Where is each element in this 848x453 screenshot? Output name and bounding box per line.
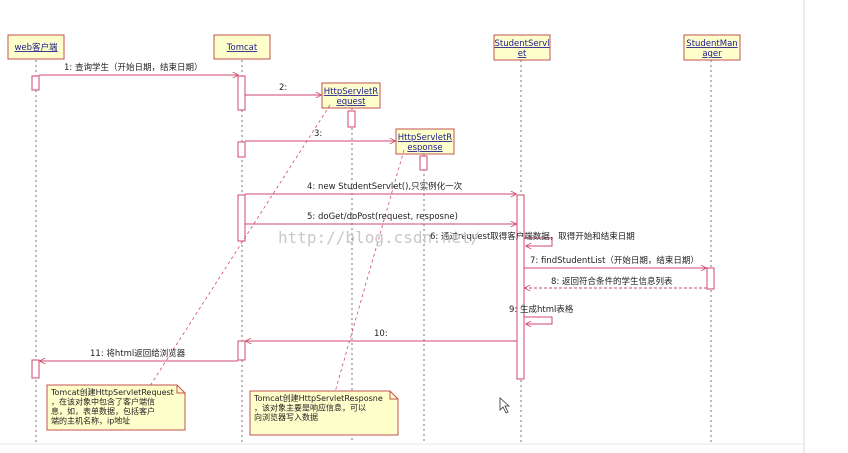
message-7-label: 7: findStudentList（开始日期，结束日期） [530,255,699,266]
message-4: 4: new StudentServlet(),只实例化一次 [245,181,516,194]
activation-tomcat-3 [237,194,246,242]
note-request-line-1: Tomcat创建HttpServletRequest [50,387,174,397]
message-5-label: 5: doGet/doPost(request, resposne) [307,212,458,222]
participant-response-label-2: esponse [407,143,442,153]
message-11: 11: 将html返回给浏览器 [40,348,238,361]
note-request: Tomcat创建HttpServletRequest ，在该对象中包含了客户端信… [46,384,186,431]
message-10-label: 10: [374,329,388,339]
participant-request-label-2: equest [336,97,366,107]
message-9-self-call: 9: 生成html表格 [509,304,574,324]
note-request-line-4: 端的主机名称，ip地址 [51,416,130,426]
activation-tomcat-4 [237,340,246,361]
activation-tomcat-1 [237,75,246,111]
message-2-label: 2: [279,83,287,93]
participant-servlet-label-2: et [518,49,527,59]
message-6-label: 6: 通过request取得客户端数据，取得开始和结束日期 [430,231,635,242]
participant-servlet-label-1: StudentServl [495,39,550,49]
activation-web-2 [31,359,40,379]
participant-request-label-1: HttpServletR [324,87,379,97]
message-7: 7: findStudentList（开始日期，结束日期） [524,255,706,268]
activation-manager [706,267,715,290]
message-8-return: 8: 返回符合条件的学生信息列表 [525,276,707,288]
participant-manager-label-1: StudentMan [686,39,737,49]
message-9-label: 9: 生成html表格 [509,304,574,315]
message-3: 3: [245,129,395,141]
note-response-line-2: ，该对象主要是响应信息，可以 [254,403,366,413]
message-1-label: 1: 查询学生（开始日期，结束日期） [64,62,202,73]
message-3-label: 3: [314,129,322,139]
activation-servlet [516,194,525,380]
participant-tomcat: Tomcat [213,34,271,60]
participant-manager: StudentMan ager [683,34,741,61]
activation-request [347,110,356,128]
mouse-cursor-icon [499,397,511,414]
participant-response-label-1: HttpServletR [398,133,453,143]
message-1: 1: 查询学生（开始日期，结束日期） [39,62,238,75]
message-8-label: 8: 返回符合条件的学生信息列表 [551,276,673,287]
note-request-connector [149,104,331,387]
note-request-line-2: ，在该对象中包含了客户端信 [51,397,155,407]
activation-web-1 [31,75,40,91]
activation-response [419,155,428,171]
watermark: http://blog.csdn.net/ [278,228,480,247]
participant-tomcat-label: Tomcat [226,43,258,53]
participant-web: web客户端 [7,34,65,60]
note-response-line-3: 向浏览器写入数据 [254,412,318,422]
participant-manager-label-2: ager [702,49,722,59]
activation-tomcat-2 [237,141,246,158]
note-response-line-1: Tomcat创建HttpServletResposne [253,393,383,403]
participant-response: HttpServletR esponse [395,128,455,155]
note-response: Tomcat创建HttpServletResposne ，该对象主要是响应信息，… [249,390,399,436]
participant-request: HttpServletR equest [321,82,381,109]
note-request-line-3: 息，如，表单数据，包括客户 [51,406,155,416]
message-10: 10: [246,329,517,341]
participant-web-label: web客户端 [14,42,58,53]
message-2: 2: [245,83,321,95]
message-11-label: 11: 将html返回给浏览器 [90,348,186,359]
message-5: 5: doGet/doPost(request, resposne) [245,212,516,224]
message-6-self-call: 6: 通过request取得客户端数据，取得开始和结束日期 [430,231,635,246]
message-4-label: 4: new StudentServlet(),只实例化一次 [307,181,463,192]
participant-servlet: StudentServl et [493,34,551,61]
